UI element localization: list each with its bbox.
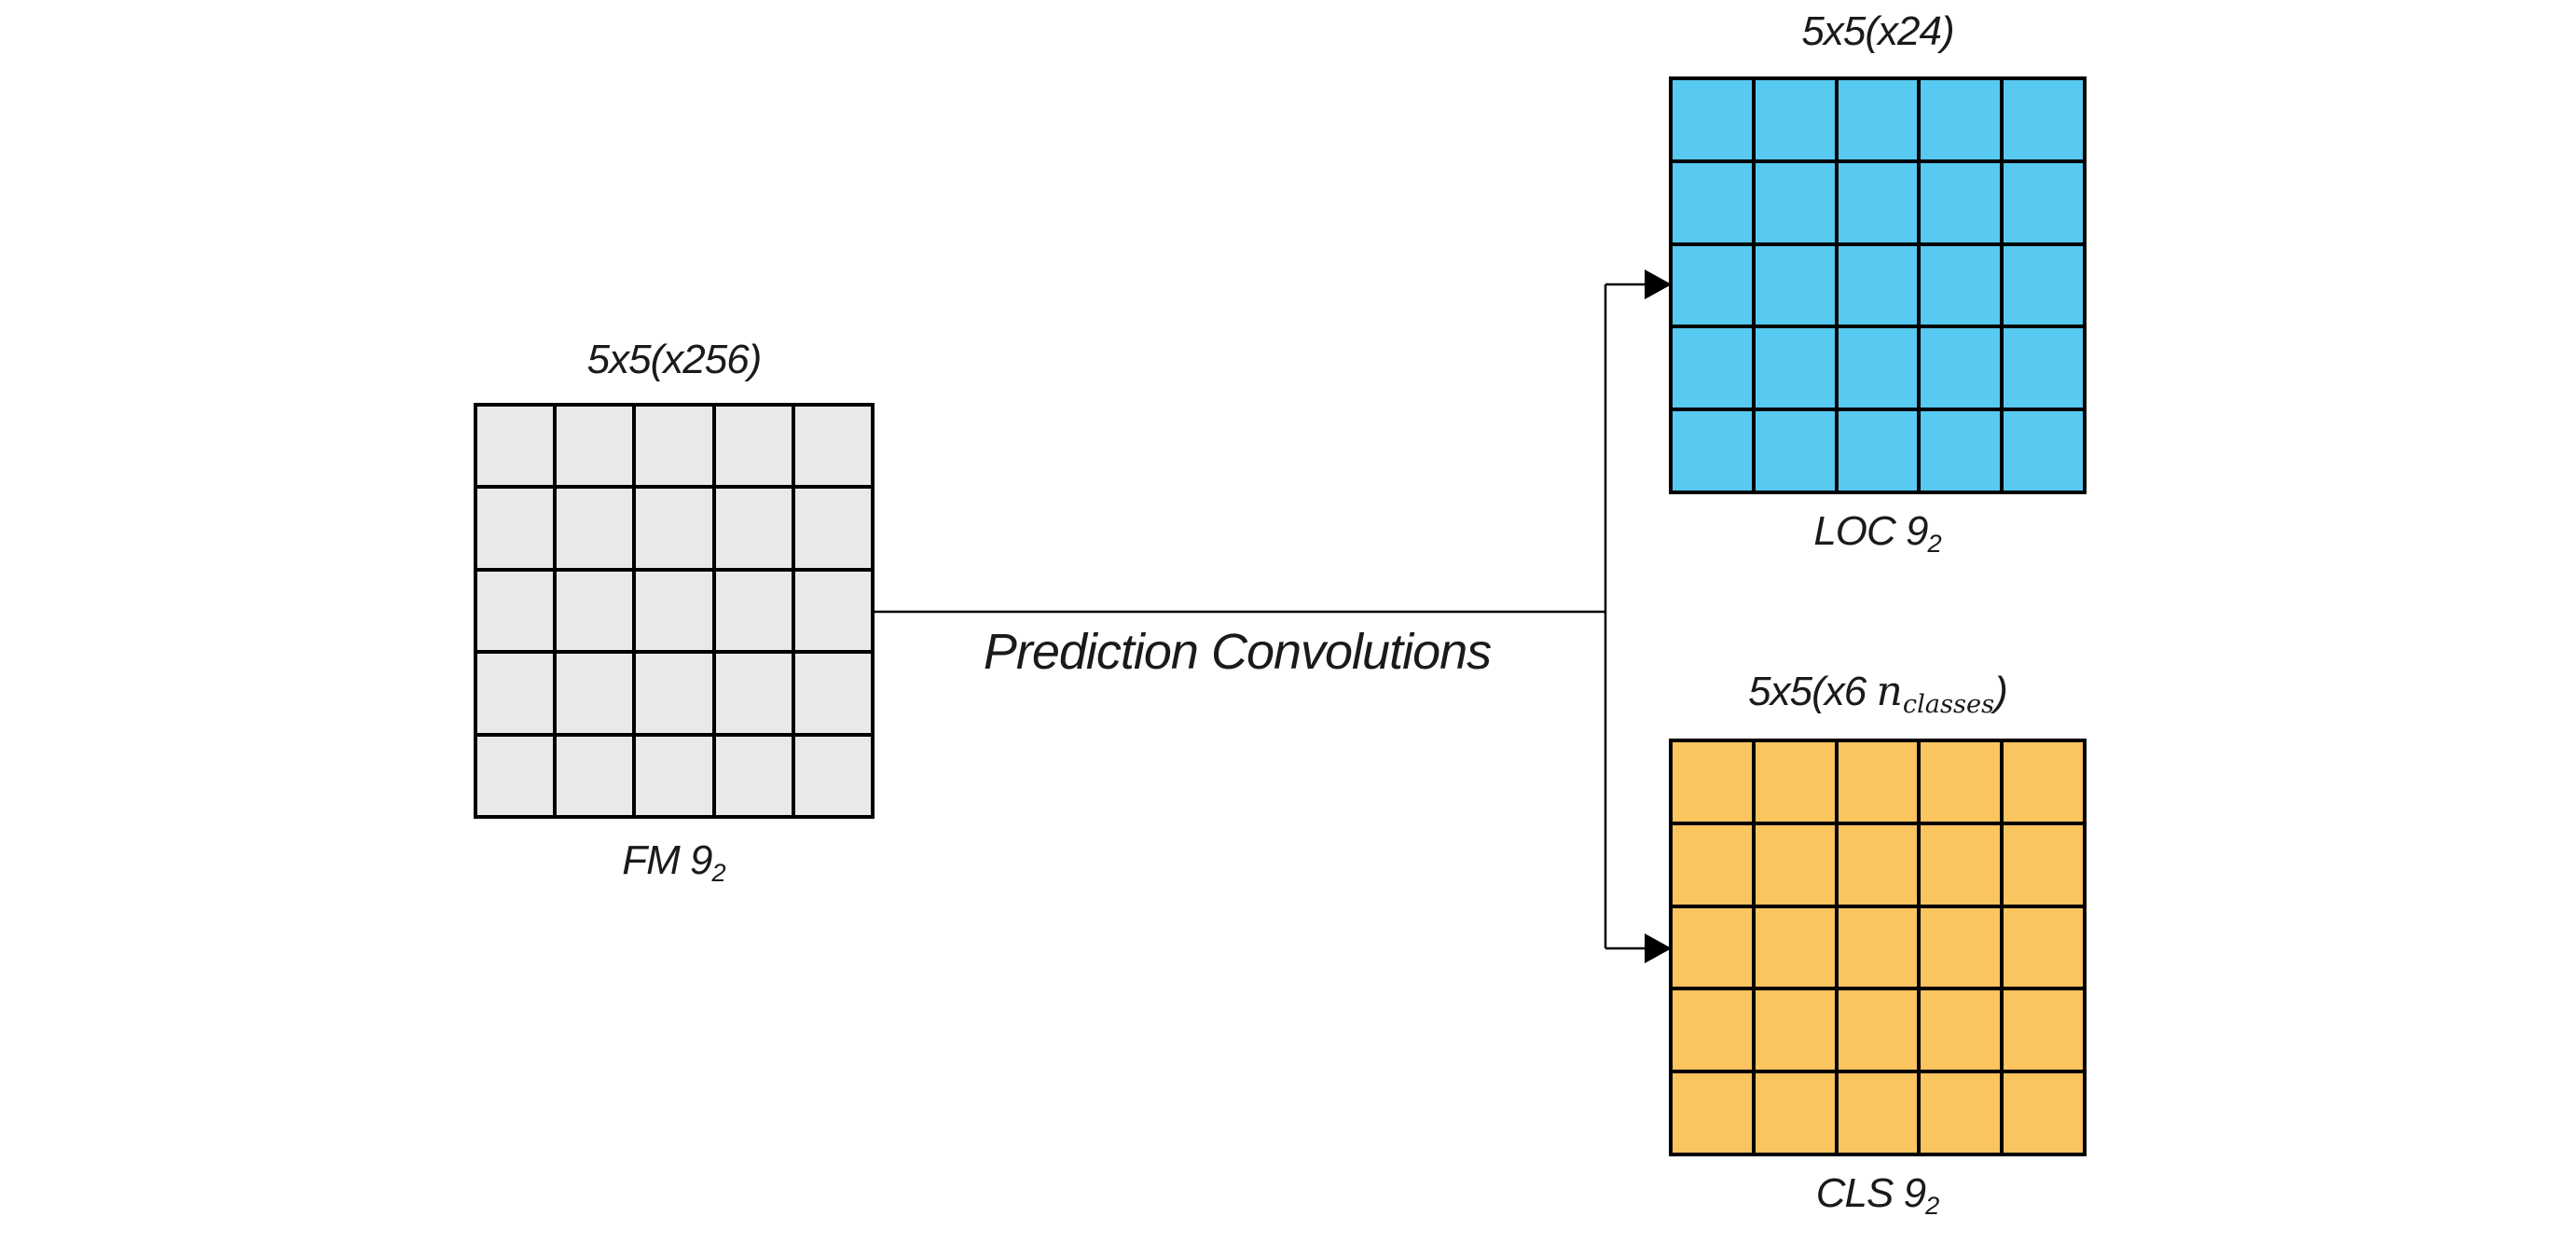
grid-cell <box>1673 245 1752 325</box>
fm-size-label: 5x5(x256) <box>586 337 763 382</box>
grid-cell <box>1838 245 1918 325</box>
prediction-convolutions-label: Prediction Convolutions <box>983 624 1492 680</box>
grid-cell <box>1921 162 2001 242</box>
grid-cell <box>2004 742 2083 822</box>
grid-cell <box>1921 990 2001 1071</box>
grid-cell <box>1673 742 1752 822</box>
grid-cell <box>1921 1073 2001 1153</box>
cls-size-subscript: classes <box>1902 689 1995 719</box>
grid-cell <box>1755 907 1835 988</box>
grid-cell <box>1673 328 1752 408</box>
cls-size-label: 5x5(x6 nclasses) <box>1551 668 2204 722</box>
cls-name-subscript: 2 <box>1925 1190 1940 1220</box>
grid-cell <box>2004 245 2083 325</box>
grid-cell <box>794 736 871 815</box>
grid-cell <box>1838 824 1918 905</box>
cls-size-variable: n <box>1876 668 1903 715</box>
grid-cell <box>1755 80 1835 159</box>
grid-cell <box>477 407 554 486</box>
grid-cell <box>794 654 871 733</box>
grid-cell <box>1755 328 1835 408</box>
loc-grid <box>1669 76 2087 494</box>
grid-cell <box>1838 990 1918 1071</box>
grid-cell <box>2004 162 2083 242</box>
arrowhead-cls-icon <box>1645 933 1672 963</box>
grid-cell <box>557 654 633 733</box>
cls-grid <box>1669 739 2087 1156</box>
grid-cell <box>636 736 712 815</box>
grid-cell <box>1838 162 1918 242</box>
grid-cell <box>1838 1073 1918 1153</box>
grid-cell <box>1838 907 1918 988</box>
grid-cell <box>1838 328 1918 408</box>
grid-cell <box>794 571 871 651</box>
grid-cell <box>1673 907 1752 988</box>
grid-cell <box>1755 742 1835 822</box>
grid-cell <box>2004 80 2083 159</box>
grid-cell <box>1755 245 1835 325</box>
grid-cell <box>1673 990 1752 1071</box>
loc-name-label: LOC 92 <box>1551 507 2204 560</box>
cls-name-label: CLS 92 <box>1551 1169 2204 1223</box>
grid-cell <box>794 407 871 486</box>
cls-size-suffix: ) <box>1994 669 2008 714</box>
grid-cell <box>1838 742 1918 822</box>
grid-cell <box>1755 824 1835 905</box>
fm-name-subscript: 2 <box>711 857 726 887</box>
grid-cell <box>1921 742 2001 822</box>
grid-cell <box>636 654 712 733</box>
grid-cell <box>1921 411 2001 491</box>
cls-name-text: CLS 9 <box>1815 1170 1926 1216</box>
grid-cell <box>2004 1073 2083 1153</box>
fm-name-text: FM 9 <box>622 837 712 883</box>
grid-cell <box>1921 80 2001 159</box>
grid-cell <box>557 489 633 568</box>
grid-cell <box>1755 411 1835 491</box>
grid-cell <box>1673 411 1752 491</box>
grid-cell <box>477 736 554 815</box>
grid-cell <box>715 654 792 733</box>
grid-cell <box>1921 907 2001 988</box>
grid-cell <box>2004 990 2083 1071</box>
arrowhead-loc-icon <box>1645 270 1672 299</box>
grid-cell <box>1673 162 1752 242</box>
grid-cell <box>1838 411 1918 491</box>
grid-cell <box>715 571 792 651</box>
grid-cell <box>557 571 633 651</box>
grid-cell <box>1673 80 1752 159</box>
grid-cell <box>636 407 712 486</box>
loc-name-text: LOC 9 <box>1813 508 1928 554</box>
grid-cell <box>2004 907 2083 988</box>
grid-cell <box>636 489 712 568</box>
loc-name-subscript: 2 <box>1927 528 1942 558</box>
grid-cell <box>557 736 633 815</box>
loc-size-label: 5x5(x24) <box>1801 8 1954 54</box>
grid-cell <box>477 654 554 733</box>
grid-cell <box>477 489 554 568</box>
grid-cell <box>1755 162 1835 242</box>
grid-cell <box>715 407 792 486</box>
grid-cell <box>1673 1073 1752 1153</box>
grid-cell <box>1921 824 2001 905</box>
grid-cell <box>1921 245 2001 325</box>
fm-grid <box>474 403 875 819</box>
grid-cell <box>794 489 871 568</box>
grid-cell <box>477 571 554 651</box>
grid-cell <box>2004 824 2083 905</box>
grid-cell <box>2004 328 2083 408</box>
grid-cell <box>715 489 792 568</box>
grid-cell <box>1838 80 1918 159</box>
fm-name-label: FM 92 <box>348 836 1000 890</box>
grid-cell <box>1755 990 1835 1071</box>
grid-cell <box>1921 328 2001 408</box>
grid-cell <box>1755 1073 1835 1153</box>
grid-cell <box>715 736 792 815</box>
grid-cell <box>636 571 712 651</box>
cls-size-prefix: 5x5(x6 <box>1748 669 1877 714</box>
grid-cell <box>2004 411 2083 491</box>
grid-cell <box>557 407 633 486</box>
grid-cell <box>1673 824 1752 905</box>
